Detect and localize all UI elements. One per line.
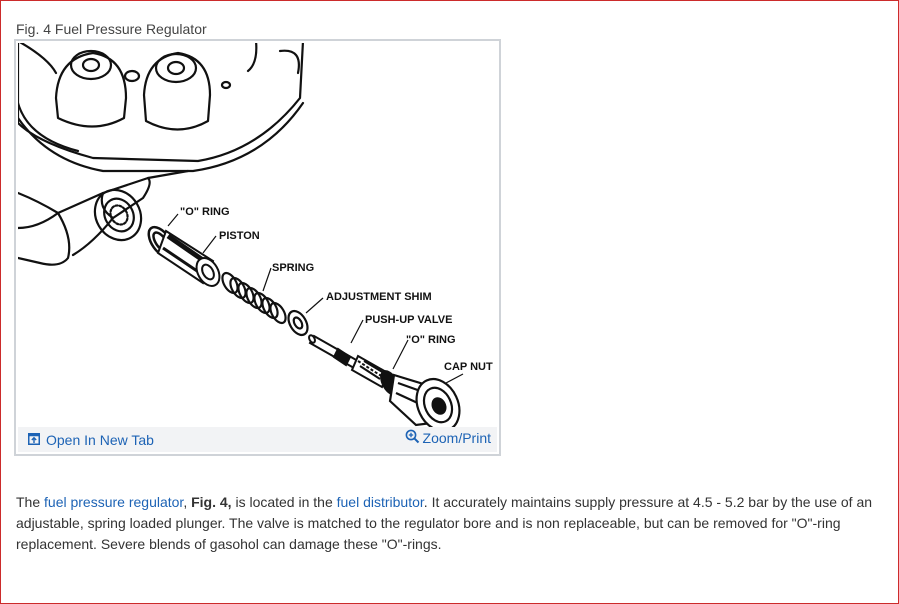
fuel-distributor-link[interactable]: fuel distributor [336,494,424,510]
text-segment: The [16,494,45,510]
description-paragraph: The fuel pressure regulator, Fig. 4, is … [16,492,886,555]
figure-container: "O" RING PISTON SPRING ADJUSTMENT SHIM P… [14,39,501,456]
label-cap-nut: CAP NUT [444,361,493,373]
label-push-up-valve: PUSH-UP VALVE [365,314,452,326]
zoom-print-link[interactable]: Zoom/Print [405,429,491,447]
figure-caption: Fig. 4 Fuel Pressure Regulator [16,21,207,37]
label-o-ring-2: "O" RING [406,334,456,346]
label-adjustment-shim: ADJUSTMENT SHIM [326,291,432,303]
lower-body [18,191,71,266]
zoom-in-icon [405,429,420,447]
figure-reference: Fig. 4, [191,494,232,510]
push-up-valve [308,334,390,389]
text-segment: is located in the [231,494,337,510]
boss-right [142,51,212,131]
spring [221,271,287,325]
cap-nut [388,373,461,427]
open-in-new-tab-label: Open In New Tab [46,432,154,448]
fuel-pressure-regulator-diagram: "O" RING PISTON SPRING ADJUSTMENT SHIM P… [18,43,493,427]
label-o-ring-1: "O" RING [180,206,230,218]
label-piston: PISTON [219,230,260,242]
figure-footer: Open In New Tab Zoom/Print [18,427,497,452]
text-segment: , [183,494,192,510]
open-in-new-tab-link[interactable]: Open In New Tab [28,432,154,448]
regulator-port [93,188,143,242]
zoom-print-label: Zoom/Print [422,430,491,446]
label-spring: SPRING [272,262,314,274]
text-segment: . It accurately maintains supply pressur… [16,494,873,552]
fuel-pressure-regulator-link[interactable]: fuel pressure regulator [44,494,184,510]
open-in-new-tab-icon [28,432,40,448]
figure-image[interactable]: "O" RING PISTON SPRING ADJUSTMENT SHIM P… [18,43,497,427]
adjustment-shim [287,309,309,337]
boss-left [54,51,128,128]
